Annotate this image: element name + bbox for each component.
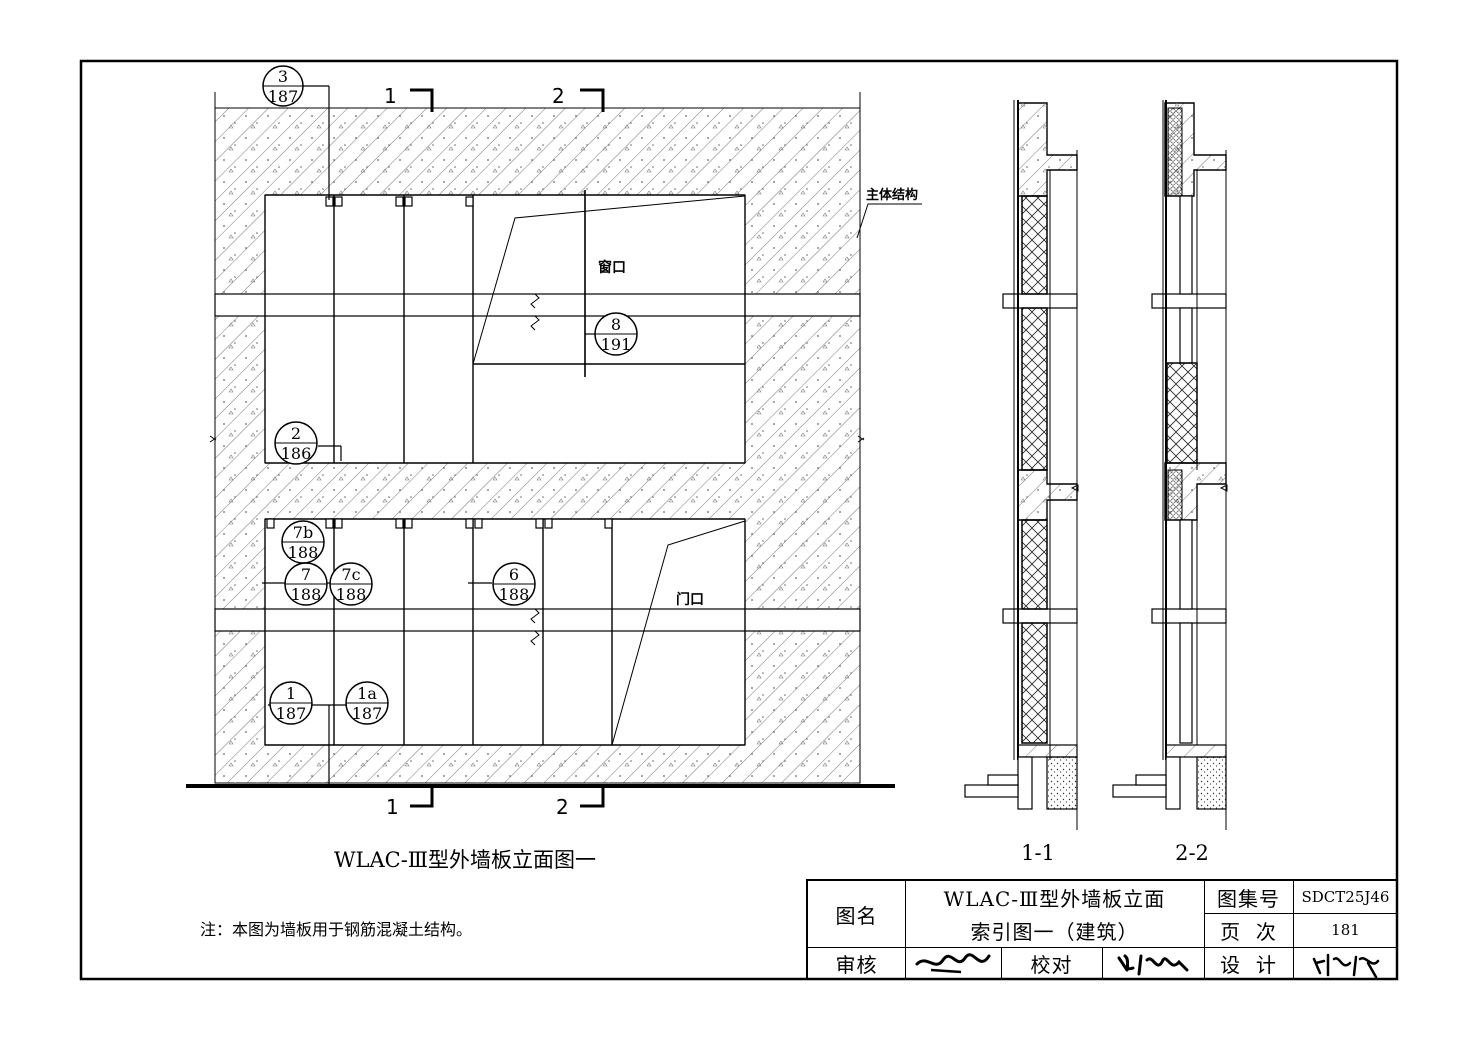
tb-page-value: 181	[1331, 921, 1360, 939]
ref-top: 3	[278, 67, 288, 86]
ref-top: 7b	[293, 523, 313, 542]
check-signature-scribble	[1117, 954, 1189, 975]
section-1-1	[964, 100, 1079, 830]
ref-bottom: 187	[352, 704, 383, 723]
detail-ref-7c-188[interactable]: 7c 188	[329, 562, 373, 606]
section-label-2-2: 2-2	[1175, 841, 1209, 865]
design-signature-scribble	[1312, 953, 1379, 978]
elevation-view: 1 2 1 2 主体结构 窗口 门口	[186, 65, 922, 872]
connector-clips-upper	[325, 196, 474, 207]
connector-clips-lower	[266, 518, 613, 529]
detail-ref-3-187[interactable]: 3 187	[262, 65, 304, 107]
tb-name-label: 图名	[835, 903, 878, 928]
detail-ref-7b-188[interactable]: 7b 188	[281, 520, 325, 564]
detail-ref-2-186[interactable]: 2 186	[274, 421, 318, 465]
tb-design-label: 设 计	[1220, 953, 1277, 977]
detail-ref-6-188[interactable]: 6 188	[492, 562, 536, 606]
section-cut-2-bottom: 2	[556, 784, 605, 819]
slab-upper	[214, 293, 861, 317]
note: 注：本图为墙板用于钢筋混凝土结构。	[200, 920, 472, 939]
section-mark-2-top: 2	[552, 84, 565, 108]
review-signature-scribble	[915, 952, 991, 973]
break-left	[209, 435, 217, 443]
ref-top: 6	[509, 565, 519, 584]
ref-bottom: 187	[276, 704, 307, 723]
title-block: 图名 WLAC-Ⅲ型外墙板立面 索引图一（建筑） 图集号 SDCT25J46 页…	[806, 879, 1398, 980]
section-2-2	[1112, 100, 1228, 830]
ref-bottom: 188	[288, 543, 319, 562]
ref-bottom: 187	[268, 87, 299, 106]
structure-dots	[215, 108, 860, 783]
section-mark-1-bottom: 1	[386, 795, 399, 819]
tb-review-signature	[905, 947, 1001, 980]
sheet-border	[79, 59, 1399, 981]
tb-atlas-value: SDCT25J46	[1301, 888, 1390, 906]
tb-review-label: 审核	[835, 953, 878, 977]
slab-lower	[214, 608, 861, 632]
detail-ref-7-188[interactable]: 7 188	[284, 562, 328, 606]
ref-bottom: 188	[336, 585, 367, 604]
tb-atlas-label: 图集号	[1217, 886, 1280, 911]
ref-bottom: 188	[499, 585, 530, 604]
ref-top: 7	[301, 565, 311, 584]
structure-leader	[856, 203, 922, 239]
section-cut-1-bottom: 1	[386, 784, 434, 819]
section-cut-2-top: 2	[552, 84, 605, 112]
detail-ref-1a-187[interactable]: 1a 187	[345, 681, 389, 725]
ref-bottom: 188	[291, 585, 322, 604]
ref-top: 1a	[357, 684, 377, 703]
window-label: 窗口	[598, 259, 626, 276]
section-label-1-1: 1-1	[1021, 841, 1055, 865]
tb-check-signature	[1102, 947, 1204, 980]
tb-page-label: 页 次	[1220, 919, 1277, 944]
upper-panels	[264, 190, 746, 464]
detail-ref-1-187[interactable]: 1 187	[269, 681, 313, 725]
ref-top: 8	[611, 315, 621, 334]
ref-top: 1	[286, 684, 296, 703]
section-cut-1-top: 1	[384, 84, 434, 112]
ref-top: 7c	[341, 565, 360, 584]
ref-top: 2	[291, 424, 301, 443]
structure-label: 主体结构	[866, 187, 918, 203]
elevation-title: WLAC-Ⅲ型外墙板立面图一	[334, 848, 596, 872]
section-mark-2-bottom: 2	[556, 795, 569, 819]
tb-name-line1: WLAC-Ⅲ型外墙板立面	[943, 887, 1166, 911]
lower-panels	[264, 518, 746, 746]
tb-name-line2: 索引图一（建筑）	[970, 920, 1139, 944]
tb-design-signature	[1293, 947, 1398, 980]
break-right	[857, 435, 865, 443]
section-mark-1-top: 1	[384, 84, 397, 108]
tb-check-label: 校对	[1030, 953, 1073, 977]
door-label: 门口	[676, 591, 704, 608]
ref-bottom: 186	[281, 444, 312, 463]
ref-bottom: 191	[601, 335, 632, 354]
detail-ref-8-191[interactable]: 8 191	[594, 312, 638, 356]
